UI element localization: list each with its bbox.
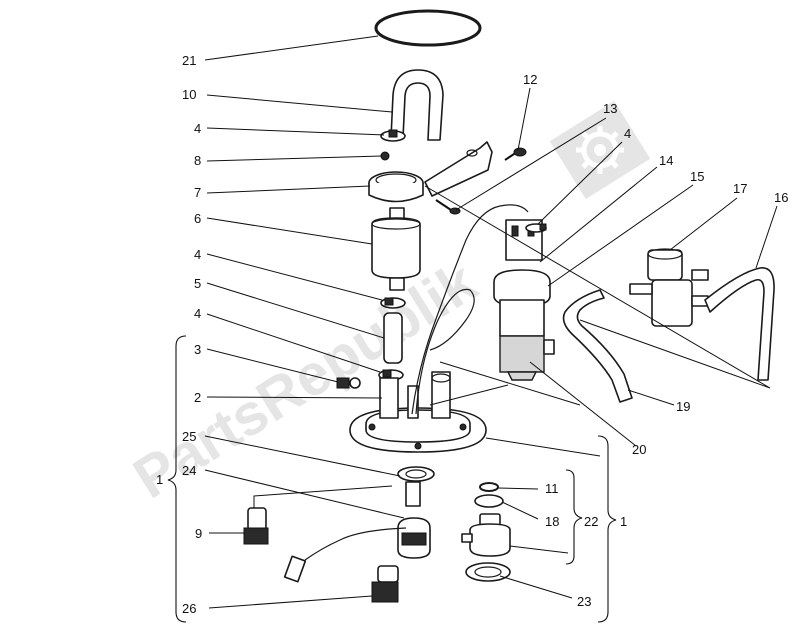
- hose-5: [383, 312, 403, 364]
- callout-10: 10: [182, 87, 196, 102]
- group-brackets: [167, 335, 617, 623]
- reference-lines: [424, 185, 771, 457]
- callout-8: 8: [194, 153, 201, 168]
- callout-16: 16: [774, 190, 788, 205]
- hose-clamp-4-middle: [380, 297, 406, 309]
- fitting-26: [371, 565, 399, 603]
- pump-flange-plate: [349, 371, 487, 453]
- callout-6: 6: [194, 211, 201, 226]
- callout-4-a: 4: [194, 121, 201, 136]
- callout-4-d: 4: [624, 126, 631, 141]
- hose-10: [390, 69, 444, 141]
- fuel-filter-6: [371, 207, 421, 291]
- callout-5: 5: [194, 276, 201, 291]
- bolt-12: [504, 147, 527, 161]
- fitting-3: [336, 377, 361, 389]
- hose-16: [704, 267, 775, 381]
- clip-18: [474, 494, 504, 508]
- screw-8: [380, 151, 390, 161]
- o-ring-11: [479, 482, 499, 492]
- callout-1-right: 1: [620, 514, 627, 529]
- ring-23: [465, 562, 511, 582]
- sender-24: [283, 481, 431, 583]
- bracket-22: [565, 469, 583, 565]
- hose-clamp-4-top: [380, 129, 406, 142]
- gear-icon: [549, 101, 651, 199]
- pressure-regulator-17: [629, 248, 709, 327]
- right-bracket-1: [597, 435, 617, 623]
- callout-21: 21: [182, 53, 196, 68]
- callout-7: 7: [194, 185, 201, 200]
- fuel-pump-15: [493, 219, 555, 381]
- callout-24: 24: [182, 463, 196, 478]
- bolt-13: [435, 199, 461, 215]
- callout-11: 11: [545, 481, 559, 496]
- wire-harness: [411, 204, 529, 415]
- callout-4-c: 4: [194, 306, 201, 321]
- hose-clamp-4-pump: [525, 223, 547, 233]
- callout-3: 3: [194, 342, 201, 357]
- gasket-25: [397, 466, 435, 482]
- callout-12: 12: [523, 72, 537, 87]
- left-bracket-1: [167, 335, 187, 623]
- callout-19: 19: [676, 399, 690, 414]
- callout-22: 22: [584, 514, 598, 529]
- filter-bracket-7: [368, 141, 493, 203]
- leader-lines: [204, 35, 778, 609]
- o-ring-21: [374, 9, 482, 47]
- callout-18: 18: [545, 514, 559, 529]
- regulator-22: [461, 513, 511, 557]
- callout-labels: 21 10 4 8 7 6 4 5 4 3 2 25 24 1 9 26 12 …: [156, 53, 788, 616]
- callout-15: 15: [690, 169, 704, 184]
- callout-17: 17: [733, 181, 747, 196]
- callout-14: 14: [659, 153, 673, 168]
- callout-25: 25: [182, 429, 196, 444]
- callout-13: 13: [603, 101, 617, 116]
- parts: [243, 9, 775, 603]
- callout-23: 23: [577, 594, 591, 609]
- callout-20: 20: [632, 442, 646, 457]
- callout-1-left: 1: [156, 472, 163, 487]
- callout-2: 2: [194, 390, 201, 405]
- hose-19: [562, 289, 633, 403]
- callout-26: 26: [182, 601, 196, 616]
- callout-4-b: 4: [194, 247, 201, 262]
- plug-9: [243, 507, 269, 545]
- callout-9: 9: [195, 526, 202, 541]
